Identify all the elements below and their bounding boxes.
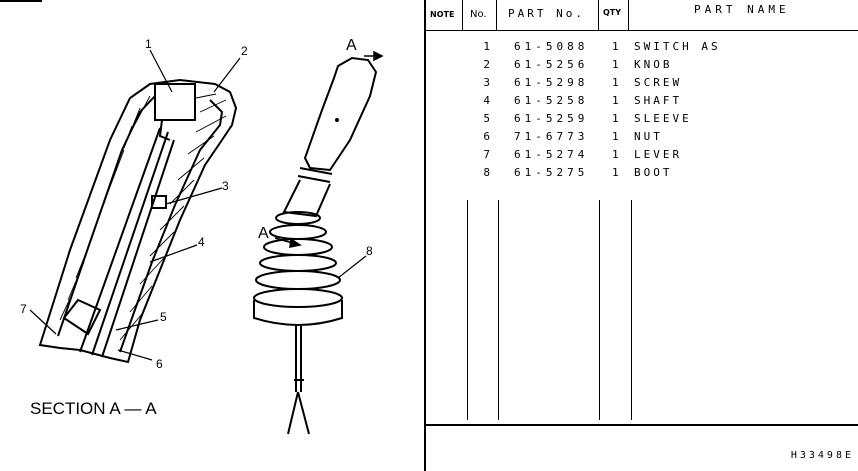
section-callout-labels: 1 2 3 4 5 6 7 <box>20 37 248 371</box>
figure-table-divider <box>424 0 426 471</box>
cell-part-name: SHAFT <box>634 94 683 107</box>
col-rule-part-lower <box>599 200 600 420</box>
cell-no: 4 <box>483 94 490 107</box>
cell-part-no: 61-5274 <box>514 148 589 161</box>
cell-qty: 1 <box>612 112 619 125</box>
col-rule-part <box>598 0 599 30</box>
callout-7: 7 <box>20 302 27 316</box>
cell-no: 6 <box>483 130 490 143</box>
cell-qty: 1 <box>612 166 619 179</box>
cell-part-name: BOOT <box>634 166 673 179</box>
view-marker-a-top: A <box>346 37 357 54</box>
callout-4: 4 <box>198 235 205 249</box>
header-part-no: PART No. <box>508 7 585 20</box>
col-rule-qty-lower <box>631 200 632 420</box>
cell-no: 3 <box>483 76 490 89</box>
col-rule-note-lower <box>467 200 468 420</box>
col-rule-note <box>462 0 463 30</box>
cell-part-name: SLEEVE <box>634 112 692 125</box>
cell-qty: 1 <box>612 58 619 71</box>
drawing-code: H33498E <box>790 450 854 461</box>
cell-part-no: 61-5275 <box>514 166 589 179</box>
header-qty: QTY <box>603 8 622 17</box>
cell-part-name: SWITCH AS <box>634 40 721 53</box>
cell-qty: 1 <box>612 40 619 53</box>
cell-qty: 1 <box>612 130 619 143</box>
cell-part-no: 61-5259 <box>514 112 589 125</box>
cell-part-name: LEVER <box>634 148 683 161</box>
section-view <box>38 78 238 364</box>
section-leaders <box>29 49 241 361</box>
cell-no: 7 <box>483 148 490 161</box>
col-rule-no-lower <box>498 200 499 420</box>
table-footer-rule <box>426 424 858 426</box>
callout-1: 1 <box>145 37 152 51</box>
table-row: 4 61-5258 1 SHAFT <box>426 94 858 112</box>
cell-part-no: 61-5088 <box>514 40 589 53</box>
table-row: 6 71-6773 1 NUT <box>426 130 858 148</box>
parts-table: NOTE No. PART No. QTY PART NAME 1 61-508… <box>426 0 858 471</box>
table-row: 2 61-5256 1 KNOB <box>426 58 858 76</box>
cell-part-no: 61-5298 <box>514 76 589 89</box>
callout-8-leader <box>337 255 367 279</box>
view-marker-a-bottom: A <box>258 225 269 242</box>
cell-no: 1 <box>483 40 490 53</box>
table-row: 5 61-5259 1 SLEEVE <box>426 112 858 130</box>
cell-part-name: SCREW <box>634 76 683 89</box>
cell-no: 8 <box>483 166 490 179</box>
header-no: No. <box>470 9 487 20</box>
lever-centre-dot <box>335 118 339 122</box>
cell-part-no: 61-5258 <box>514 94 589 107</box>
cell-part-no: 61-5256 <box>514 58 589 71</box>
cell-part-no: 71-6773 <box>514 130 589 143</box>
cell-part-name: NUT <box>634 130 663 143</box>
cell-qty: 1 <box>612 148 619 161</box>
col-rule-qty <box>628 0 629 30</box>
callout-5: 5 <box>160 310 167 324</box>
parts-diagram: 1 2 3 4 5 6 7 SECTION A — A <box>0 0 424 471</box>
table-row: 1 61-5088 1 SWITCH AS <box>426 40 858 58</box>
callout-6: 6 <box>156 357 163 371</box>
table-row: 7 61-5274 1 LEVER <box>426 148 858 166</box>
view-markers <box>274 50 384 248</box>
cell-no: 2 <box>483 58 490 71</box>
cell-no: 5 <box>483 112 490 125</box>
cell-part-name: KNOB <box>634 58 673 71</box>
header-part-name: PART NAME <box>694 3 790 16</box>
header-note: NOTE <box>430 10 455 19</box>
callout-8: 8 <box>366 244 373 258</box>
table-row: 8 61-5275 1 BOOT <box>426 166 858 184</box>
diagram-svg: 1 2 3 4 5 6 7 SECTION A — A <box>0 0 384 435</box>
section-title: SECTION A — A <box>30 399 157 418</box>
assembly-view <box>253 56 378 435</box>
table-row: 3 61-5298 1 SCREW <box>426 76 858 94</box>
section-hatching <box>59 93 227 341</box>
callout-2: 2 <box>241 44 248 58</box>
col-rule-no <box>496 0 497 30</box>
callout-3: 3 <box>222 179 229 193</box>
cell-qty: 1 <box>612 76 619 89</box>
table-header: NOTE No. PART No. QTY PART NAME <box>426 0 858 31</box>
cell-qty: 1 <box>612 94 619 107</box>
